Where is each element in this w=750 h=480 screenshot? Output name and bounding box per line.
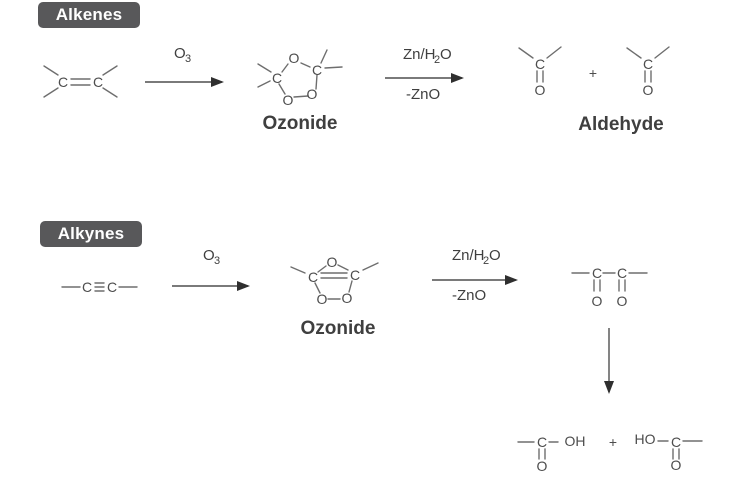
carbonyl1-o-atom: O [535,82,546,98]
alkene-structure: C C [43,65,118,98]
alkyne-zn-reagent: Zn/H [452,247,485,264]
aldehyde-label: Aldehyde [578,114,664,135]
alkyne-ozonide-structure: O C C O O [290,254,379,307]
alkene-reduction-arrow: Zn/H 2 O -ZnO [385,46,464,103]
aldehyde-structure-1: C O [518,46,562,98]
diketone-structure: C C O O [571,265,648,309]
alkyne-zn-subscript: 2 [483,255,489,267]
alkene-ozonide-structure: O C C O O [257,49,343,108]
diketone-o2-atom: O [617,293,628,309]
alkyne-zno-byproduct: -ZnO [452,287,486,304]
acid-products-plus-sign: + [609,434,617,450]
alkyne-c2-atom: C [107,279,117,295]
acid1-c-atom: C [537,434,547,450]
alkene-zn-subscript: 2 [434,54,440,66]
diketone-c2-atom: C [617,265,627,281]
acid2-c-atom: C [671,434,681,450]
alkyne-structure: C C [61,279,138,295]
alkene-ozonide-c-right-atom: C [312,62,322,78]
alkyne-reduction-arrow: Zn/H 2 O -ZnO [432,247,518,304]
alkyne-o3-reagent: O [203,247,215,264]
alkyne-zn-reagent-o: O [489,247,501,264]
alkene-zno-byproduct: -ZnO [406,86,440,103]
alkene-zn-reagent: Zn/H [403,46,436,63]
alkyne-ozonide-c-left-atom: C [308,269,318,285]
alkyne-ozonide-o-bottom-left-atom: O [317,291,328,307]
alkene-ozonide-o-top-atom: O [289,50,300,66]
alkene-ozonide-c-left-atom: C [272,70,282,86]
alkene-ozonide-o-bottom-right-atom: O [307,86,318,102]
alkyne-ozonide-o-bottom-right-atom: O [342,290,353,306]
alkyne-o3-subscript: 3 [214,255,220,267]
acid2-ho-group: HO [635,431,656,447]
acid2-o-atom: O [671,457,682,473]
alkene-o3-reagent: O [174,45,186,62]
alkynes-section-badge: Alkynes [40,221,142,247]
alkene-c2-atom: C [93,74,103,90]
alkyne-ozonide-label: Ozonide [300,318,376,339]
carbonyl1-c-atom: C [535,56,545,72]
carbonyl2-c-atom: C [643,56,653,72]
carboxylic-acid-structure-1: C OH O [517,433,586,474]
alkene-ozonide-o-bottom-left-atom: O [283,92,294,108]
alkene-ozonolysis-arrow: O 3 [145,45,224,87]
alkene-o3-subscript: 3 [185,53,191,65]
alkene-c1-atom: C [58,74,68,90]
alkene-ozonide-label: Ozonide [262,113,338,134]
alkene-products-plus-sign: + [589,65,597,81]
acid1-o-atom: O [537,458,548,474]
alkyne-c1-atom: C [82,279,92,295]
carboxylic-acid-structure-2: HO C O [635,431,703,473]
alkene-zn-reagent-o: O [440,46,452,63]
alkyne-ozonide-o-top-atom: O [327,254,338,270]
acid1-oh-group: OH [565,433,586,449]
alkyne-ozonolysis-arrow: O 3 [172,247,250,291]
carbonyl2-o-atom: O [643,82,654,98]
alkyne-ozonide-c-right-atom: C [350,267,360,283]
aldehyde-structure-2: C O [626,46,670,98]
alkenes-section-badge: Alkenes [38,2,140,28]
diketone-o1-atom: O [592,293,603,309]
diketone-c1-atom: C [592,265,602,281]
